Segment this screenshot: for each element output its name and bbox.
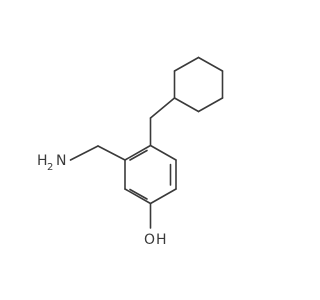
double-bond-inner-2 bbox=[129, 188, 148, 200]
bond-cy3 bbox=[197, 56, 224, 72]
benzene-ring bbox=[124, 144, 177, 205]
bond-bz4 bbox=[124, 188, 152, 205]
hydroxyl-label: O H bbox=[144, 232, 167, 248]
bond-cy2 bbox=[173, 56, 200, 72]
amine-label: H 2 N bbox=[37, 153, 66, 173]
bond-cy5 bbox=[197, 97, 224, 113]
cyclohexane-ring bbox=[173, 56, 224, 113]
amine-n-label: N bbox=[56, 153, 66, 169]
double-bond-inner-3 bbox=[129, 149, 148, 161]
amine-subscript-label: 2 bbox=[47, 162, 53, 173]
bond-ch2-to-n bbox=[69, 145, 99, 161]
bond-ring-to-ch2n bbox=[97, 145, 126, 161]
molecule-diagram: H 2 N O H bbox=[37, 56, 224, 248]
hydroxyl-o-label: O bbox=[144, 232, 155, 248]
bond-bz6 bbox=[124, 144, 152, 161]
bond-bz1 bbox=[149, 144, 177, 161]
bond-bz3 bbox=[149, 188, 177, 205]
bond-ring-to-ch2 bbox=[149, 97, 176, 119]
amine-h-label: H bbox=[37, 153, 48, 169]
bond-cy6 bbox=[173, 97, 200, 113]
hydroxyl-h-label: H bbox=[156, 232, 167, 248]
